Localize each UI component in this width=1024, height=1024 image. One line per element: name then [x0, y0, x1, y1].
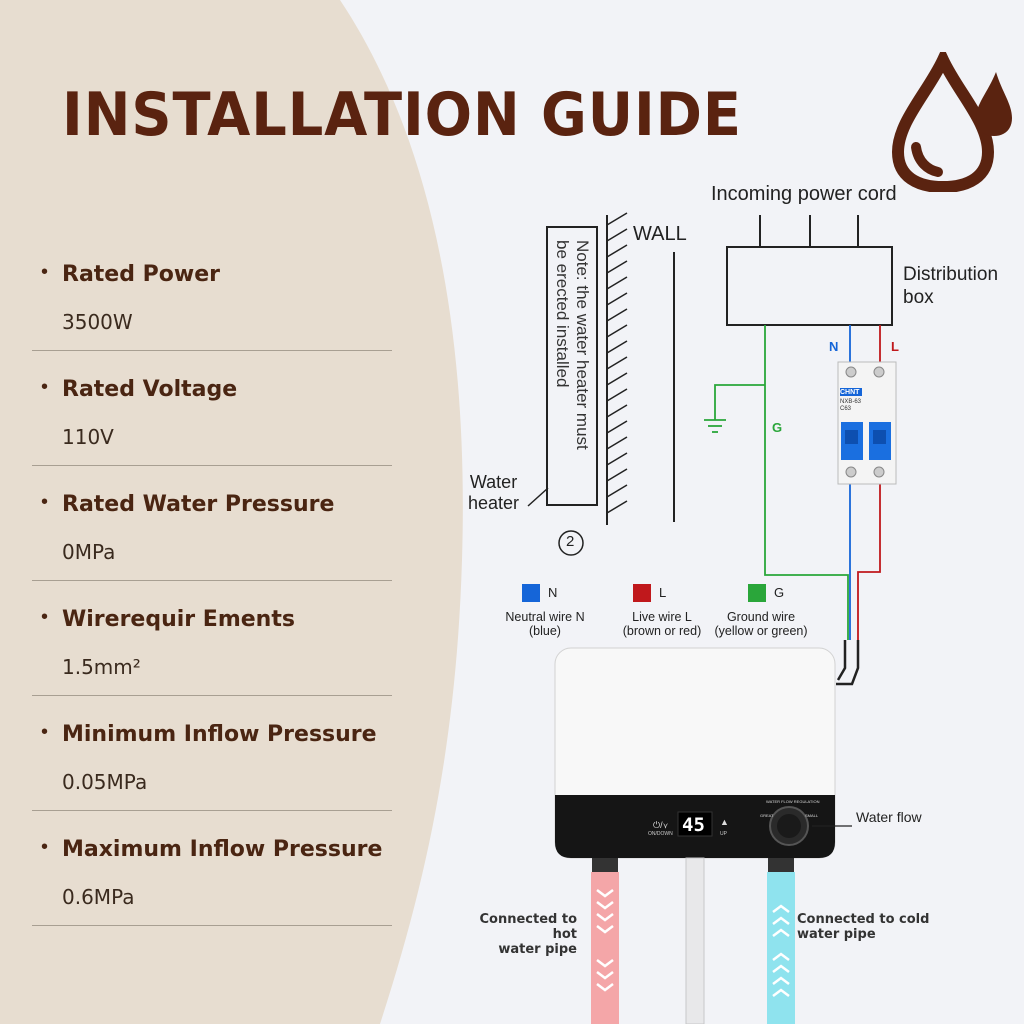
spec-value: 1.5mm² [62, 655, 141, 679]
bullet: • [41, 721, 49, 743]
breaker-rating: C63 [840, 406, 852, 412]
bullet: • [41, 491, 49, 513]
incoming-power-cord-label: Incoming power cord [711, 183, 897, 205]
temperature-display: 45 [682, 814, 705, 836]
breaker-model: NXB-63 [840, 399, 862, 405]
up-button-label: UP [720, 831, 727, 837]
bullet: • [41, 606, 49, 628]
page-title: INSTALLATION GUIDE [62, 80, 742, 150]
water-flow-label: Water flow [856, 809, 922, 825]
legend-description: Live wire L(brown or red) [622, 610, 702, 638]
spec-label: Rated Power [62, 262, 220, 287]
breaker-brand: CHNT [840, 389, 860, 396]
spec-label: Wirerequir Ements [62, 607, 295, 632]
power-button-label: ON/DOWN [648, 831, 673, 837]
divider [32, 350, 392, 351]
bullet: • [41, 376, 49, 398]
spec-value: 0.6MPa [62, 885, 135, 909]
spec-value: 110V [62, 425, 114, 449]
legend-swatch [633, 584, 651, 602]
small-label: SMALL [805, 813, 819, 818]
power-button-icon[interactable]: ⏻/⋎ [653, 820, 669, 830]
flow-regulation-label: WATER FLOW REGULATION [766, 799, 820, 804]
spec-value: 3500W [62, 310, 133, 334]
legend-key: G [774, 585, 785, 600]
divider [32, 580, 392, 581]
spec-label: Minimum Inflow Pressure [62, 722, 377, 747]
spec-label: Rated Water Pressure [62, 492, 335, 517]
step-number: 2 [566, 533, 575, 550]
legend-key: L [659, 585, 667, 600]
wall-label: WALL [633, 223, 687, 245]
divider [32, 810, 392, 811]
great-label: GREAT [760, 813, 774, 818]
bullet: • [41, 836, 49, 858]
spec-label: Rated Voltage [62, 377, 238, 402]
divider [32, 695, 392, 696]
bullet: • [41, 261, 49, 283]
legend-description: Neutral wire N(blue) [505, 610, 585, 638]
flow-knob[interactable] [780, 818, 798, 836]
ground-label: G [772, 420, 783, 435]
up-arrow-icon[interactable]: ▲ [720, 817, 729, 827]
water-drop-icon [891, 52, 1012, 192]
legend-key: N [548, 585, 558, 600]
legend-description: Ground wire(yellow or green) [714, 610, 808, 638]
divider [32, 465, 392, 466]
divider [32, 925, 392, 926]
spec-value: 0.05MPa [62, 770, 148, 794]
legend-swatch [748, 584, 766, 602]
neutral-label: N [829, 339, 839, 354]
legend-swatch [522, 584, 540, 602]
spec-label: Maximum Inflow Pressure [62, 837, 383, 862]
live-label: L [891, 339, 899, 354]
spec-value: 0MPa [62, 540, 116, 564]
